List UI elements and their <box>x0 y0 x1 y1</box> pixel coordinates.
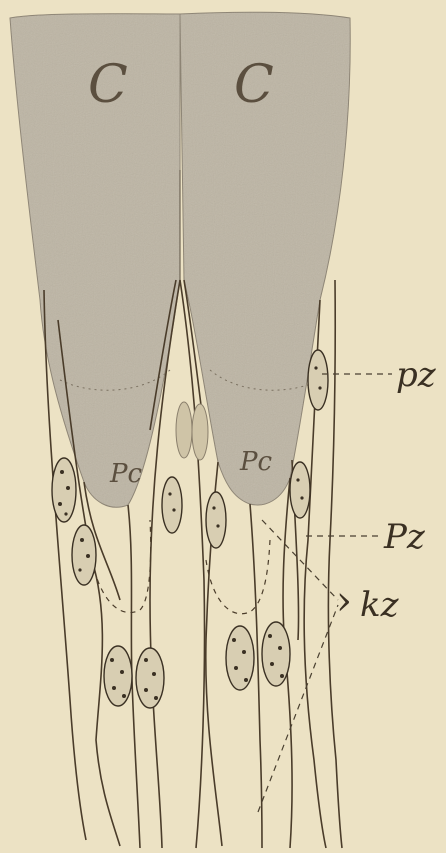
nucleus-8 <box>136 648 164 708</box>
nucleus-11 <box>176 402 192 458</box>
nucleus-2 <box>72 525 96 585</box>
label-pz-lower: pz <box>396 355 437 395</box>
label-pc-right: Pc <box>239 447 272 477</box>
nucleus-6 <box>308 350 328 410</box>
label-kz: kz <box>360 585 400 625</box>
leader-kz-1 <box>262 520 338 600</box>
nucleus-10 <box>262 622 290 686</box>
zone-outlines <box>92 520 270 614</box>
nucleus-12 <box>192 404 208 460</box>
right-cell-outline <box>206 540 270 614</box>
nucleus-7 <box>104 646 132 706</box>
label-pc-left: Pc <box>109 459 142 489</box>
nucleus-3 <box>162 477 182 533</box>
label-c-right: C <box>234 55 274 115</box>
nucleus-9 <box>226 626 254 690</box>
kz-brace: › <box>336 578 352 624</box>
label-c-left: C <box>88 55 128 115</box>
nucleus-1 <box>52 458 76 522</box>
nucleus-4 <box>206 492 226 548</box>
label-pz-upper: Pz <box>383 517 426 557</box>
nucleus-5 <box>290 462 310 518</box>
